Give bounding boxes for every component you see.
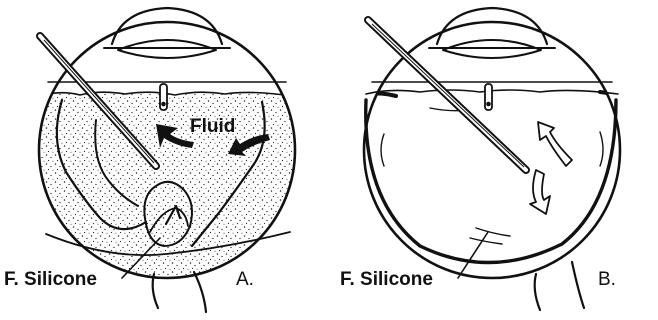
cornea	[112, 8, 222, 44]
panel-label-b: B.	[598, 269, 616, 290]
flow-arrow-down	[530, 170, 550, 214]
cornea-b	[437, 8, 547, 44]
fluid-label: Fluid	[190, 116, 235, 137]
silicone-label-a: F. Silicone	[4, 269, 97, 290]
panel-b: F. Silicone B.	[340, 8, 620, 310]
retina-b	[366, 100, 616, 263]
silicone-label-b: F. Silicone	[340, 269, 433, 290]
eyeball-outline-b	[364, 22, 620, 278]
panel-label-a: A.	[236, 269, 254, 290]
flow-arrow-up	[538, 122, 572, 166]
panel-a: Fluid F. Silicone A.	[4, 8, 295, 312]
fluid-fill-stipple	[40, 92, 292, 280]
